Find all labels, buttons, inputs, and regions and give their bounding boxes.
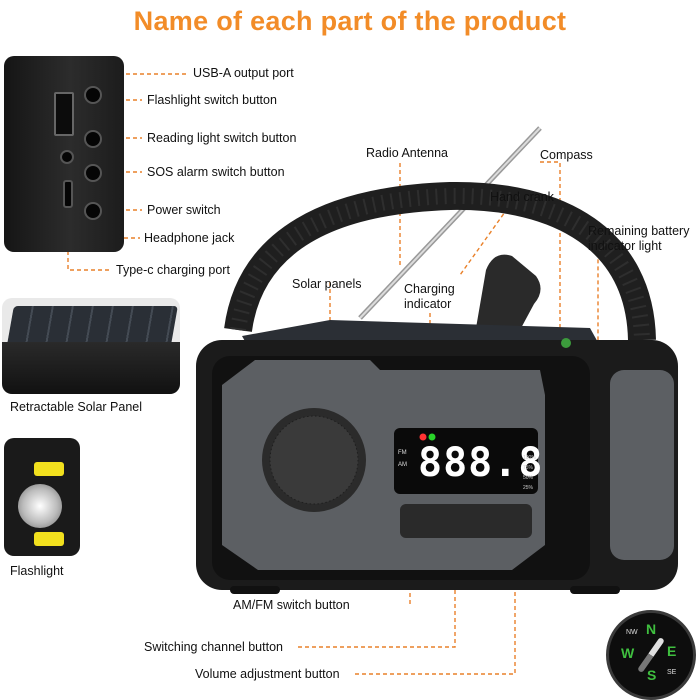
led-lens — [18, 484, 62, 528]
page-title: Name of each part of the product — [133, 6, 567, 36]
solar-panels-label: Solar panels — [292, 277, 362, 291]
led-strip-bottom — [34, 532, 64, 546]
compass-s: S — [647, 667, 657, 683]
carry-handle — [224, 181, 656, 341]
charging-indicator-label: Charging indicator — [404, 282, 455, 311]
headphone-jack-label: Headphone jack — [144, 231, 235, 245]
am-fm-label: AM/FM switch button — [233, 598, 350, 612]
sos-switch-label: SOS alarm switch button — [147, 165, 285, 179]
type-c-label: Type-c charging port — [116, 263, 230, 277]
compass-icon: N E S W NW SE — [606, 610, 696, 700]
lcd-display — [394, 428, 538, 494]
headphone-jack — [60, 150, 74, 164]
battery-level-75: 75% — [523, 465, 534, 471]
compass-nw: NW — [626, 629, 638, 636]
compass-se: SE — [667, 669, 677, 676]
battery-level-50: 50% — [523, 475, 534, 481]
solar-panel-inset — [2, 298, 180, 394]
radio-body-image — [2, 342, 180, 394]
compass-n: N — [646, 621, 657, 637]
compass-e: E — [667, 643, 677, 659]
flashlight-switch-label: Flashlight switch button — [147, 93, 277, 107]
hand-crank-label: Hand crank — [490, 190, 554, 204]
compass-w: W — [621, 645, 635, 661]
battery-level-100: 100% — [523, 455, 536, 461]
battery-level-25: 25% — [523, 485, 534, 491]
port-hole — [84, 202, 102, 220]
radio-antenna-label: Radio Antenna — [366, 146, 449, 160]
port-hole — [84, 86, 102, 104]
power-switch-label: Power switch — [147, 203, 221, 217]
display-fm: FM — [398, 450, 407, 456]
led-strip-top — [34, 462, 64, 476]
port-panel-inset — [4, 56, 124, 252]
volume-label: Volume adjustment button — [195, 667, 340, 681]
side-panel — [610, 370, 674, 560]
flashlight-caption: Flashlight — [10, 564, 64, 578]
port-hole — [84, 164, 102, 182]
usb-a-label: USB-A output port — [193, 66, 294, 80]
solar-caption: Retractable Solar Panel — [10, 400, 143, 414]
reading-light-switch-label: Reading light switch button — [147, 131, 297, 145]
usb-a-port — [54, 92, 74, 136]
charging-indicator-green — [428, 433, 436, 441]
compass-label: Compass — [540, 148, 593, 162]
hand-crank — [476, 254, 541, 330]
channel-label: Switching channel button — [144, 640, 283, 654]
flashlight-inset — [4, 438, 80, 556]
type-c-port — [63, 180, 73, 208]
button-strip — [400, 504, 532, 538]
display-digits: 888.8 — [418, 440, 544, 486]
charging-indicator-red — [419, 433, 427, 441]
compass-small — [561, 338, 571, 348]
port-hole — [84, 130, 102, 148]
battery-indicator-label: Remaining battery indicator light — [588, 224, 690, 253]
display-am: AM — [398, 462, 407, 468]
